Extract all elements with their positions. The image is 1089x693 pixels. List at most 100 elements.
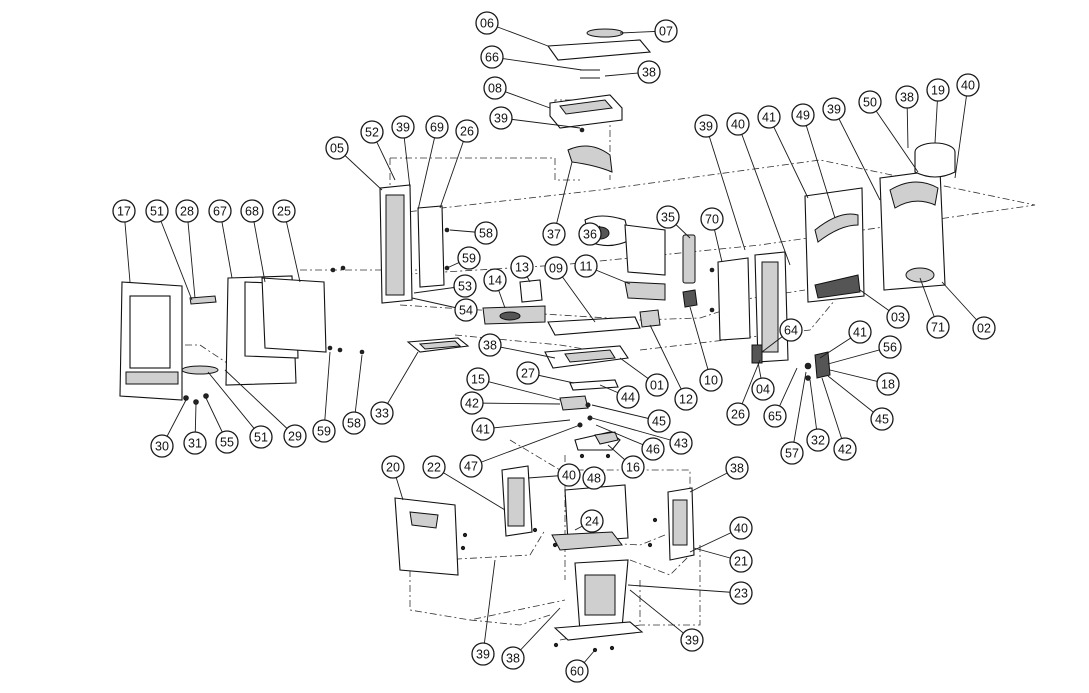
callout-number: 17 [117, 205, 131, 219]
callout-number: 18 [881, 378, 895, 392]
leader-line [768, 116, 809, 199]
callout-circle [822, 97, 846, 121]
callout-circle [489, 106, 513, 130]
callout-52: 52 [360, 120, 384, 144]
callout-number: 41 [762, 111, 776, 125]
leader-line [283, 210, 301, 283]
callout-64: 64 [779, 318, 803, 342]
callout-50: 50 [858, 90, 882, 114]
callout-number: 40 [562, 469, 576, 483]
callout-circle [637, 60, 661, 84]
callout-circle [726, 402, 750, 426]
callout-number: 16 [626, 461, 640, 475]
callout-number: 39 [476, 648, 490, 662]
panel-70 [717, 257, 751, 341]
callout-circle [886, 305, 910, 329]
callout-24: 24 [580, 509, 604, 533]
callout-circle [460, 391, 484, 415]
callout-circle [360, 120, 384, 144]
callout-circle [483, 268, 507, 292]
callout-circle [616, 385, 640, 409]
callout-circle [474, 221, 498, 245]
callout-number: 60 [570, 665, 584, 679]
callout-number: 02 [977, 322, 991, 336]
callout-20: 20 [381, 455, 405, 479]
callout-circle [700, 207, 724, 231]
callout-circle [972, 316, 996, 340]
callout-number: 03 [891, 311, 905, 325]
callout-circle [878, 335, 902, 359]
callout-number: 12 [679, 393, 693, 407]
part-04 [751, 344, 763, 364]
callout-circle [183, 431, 207, 455]
leader-line [417, 126, 438, 211]
callout-number: 42 [465, 397, 479, 411]
callout-circle [544, 256, 568, 280]
callout-38: 38 [478, 333, 502, 357]
callout-39: 39 [822, 97, 846, 121]
callout-number: 07 [659, 25, 673, 39]
callout-circle [381, 455, 405, 479]
callout-48: 48 [582, 466, 606, 490]
callout-circle [876, 372, 900, 396]
callout-67: 67 [208, 199, 232, 223]
callout-41: 41 [848, 320, 872, 344]
callout-39: 39 [680, 628, 704, 652]
callout-07: 07 [654, 19, 678, 43]
callout-number: 14 [488, 274, 502, 288]
leader-line [705, 125, 746, 251]
callout-number: 39 [494, 112, 508, 126]
callout-circle [641, 437, 665, 461]
leader-line [791, 371, 807, 454]
callout-circle [895, 85, 919, 109]
callout-40: 40 [726, 112, 750, 136]
callout-circle [283, 424, 307, 448]
leader-line [869, 101, 919, 173]
callout-35: 35 [656, 205, 680, 229]
leader-line [833, 108, 881, 201]
callout-circle [175, 199, 199, 223]
callout-number: 26 [731, 408, 745, 422]
callout-57: 57 [780, 441, 804, 465]
callout-38: 38 [725, 456, 749, 480]
callout-09: 09 [544, 256, 568, 280]
callout-number: 01 [650, 379, 664, 393]
callout-circle [150, 434, 174, 458]
callout-43: 43 [669, 431, 693, 455]
callout-38: 38 [895, 85, 919, 109]
callout-28: 28 [175, 199, 199, 223]
callout-71: 71 [926, 315, 950, 339]
callout-circle [779, 318, 803, 342]
callout-number: 58 [479, 227, 493, 241]
callout-number: 69 [430, 121, 444, 135]
callout-number: 26 [460, 125, 474, 139]
callout-41: 41 [471, 417, 495, 441]
callout-circle [621, 455, 645, 479]
callout-circle [726, 112, 750, 136]
callout-13: 13 [510, 255, 534, 279]
callout-number: 40 [731, 118, 745, 132]
top-knob-07 [586, 28, 624, 38]
callout-circle [466, 367, 490, 391]
callout-number: 32 [811, 434, 825, 448]
callout-38: 38 [501, 646, 525, 670]
callout-42: 42 [833, 437, 857, 461]
callout-42: 42 [460, 391, 484, 415]
callout-number: 67 [213, 205, 227, 219]
callout-11: 11 [574, 254, 598, 278]
callout-06: 06 [475, 11, 499, 35]
callout-circle [654, 19, 678, 43]
callout-number: 15 [471, 373, 485, 387]
leader-line [482, 559, 496, 655]
leader-line [251, 210, 266, 283]
callout-number: 66 [485, 51, 499, 65]
callout-44: 44 [616, 385, 640, 409]
callout-circle [391, 115, 415, 139]
callout-circle [272, 199, 296, 223]
callout-40: 40 [557, 463, 581, 487]
callout-45: 45 [870, 407, 894, 431]
callout-circle [312, 419, 336, 443]
callout-58: 58 [342, 411, 366, 435]
callout-number: 41 [476, 423, 490, 437]
callout-40: 40 [956, 73, 980, 97]
